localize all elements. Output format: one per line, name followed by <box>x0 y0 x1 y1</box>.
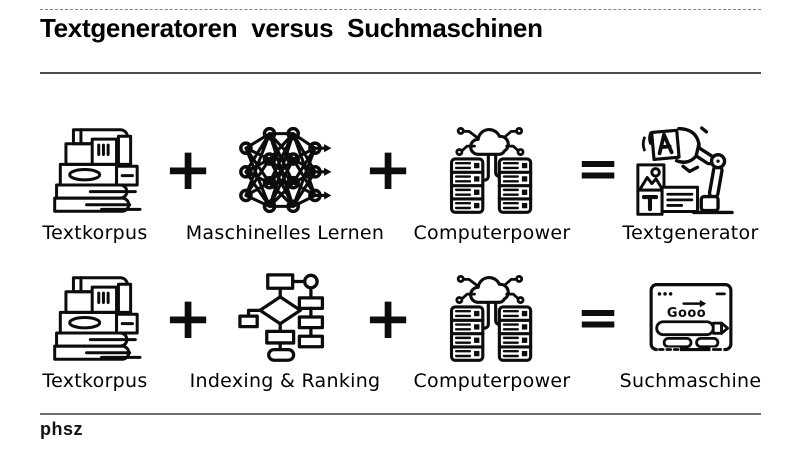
term-indexing-ranking: Indexing & Ranking <box>183 270 387 392</box>
header-rule <box>40 72 761 74</box>
search-browser-iconbox: Gooo <box>640 270 742 366</box>
plus-operator: + <box>363 135 413 203</box>
term-textkorpus: Textkorpus <box>28 270 162 392</box>
footer-rule <box>40 413 761 415</box>
term-label: Maschinelles Lernen <box>185 222 385 244</box>
term-maschinelles-lernen: Maschinelles Lernen <box>183 122 387 244</box>
equals-operator: = <box>576 288 620 348</box>
server-cloud-icon <box>449 274 533 362</box>
term-label: Textkorpus <box>42 370 148 392</box>
books-icon <box>53 128 142 213</box>
books-iconbox <box>43 270 147 366</box>
term-label: Textgenerator <box>622 222 759 244</box>
term-computerpower: Computerpower <box>402 122 582 244</box>
flowchart-iconbox <box>237 270 333 366</box>
term-label: Indexing & Ranking <box>189 370 381 392</box>
term-label: Computerpower <box>413 222 571 244</box>
result-suchmaschine: Gooo <box>603 270 778 392</box>
neural-network-icon <box>239 126 332 214</box>
footer-logo: phsz <box>40 419 84 439</box>
neural-network-iconbox <box>235 122 335 218</box>
server-cloud-iconbox <box>444 270 540 366</box>
plus-operator: + <box>163 284 213 352</box>
books-iconbox <box>43 122 147 218</box>
result-textgenerator: Textgenerator <box>603 122 778 244</box>
flowchart-icon <box>238 273 325 362</box>
term-computerpower: Computerpower <box>402 270 582 392</box>
robot-arm-icon <box>635 125 734 216</box>
term-label: Textkorpus <box>42 222 148 244</box>
plus-operator: + <box>363 284 413 352</box>
books-icon <box>53 276 142 361</box>
equals-operator: = <box>576 139 620 199</box>
term-label: Computerpower <box>413 370 571 392</box>
server-cloud-icon <box>449 126 533 214</box>
search-browser-icon: Gooo <box>649 283 732 352</box>
term-label: Suchmaschine <box>619 370 762 392</box>
robot-arm-iconbox <box>635 122 746 218</box>
term-textkorpus: Textkorpus <box>28 122 162 244</box>
top-rule <box>40 9 761 10</box>
plus-operator: + <box>163 135 213 203</box>
server-cloud-iconbox <box>444 122 540 218</box>
page-title: Textgeneratoren versus Suchmaschinen <box>40 13 543 43</box>
browser-logo-text: Gooo <box>666 306 705 321</box>
